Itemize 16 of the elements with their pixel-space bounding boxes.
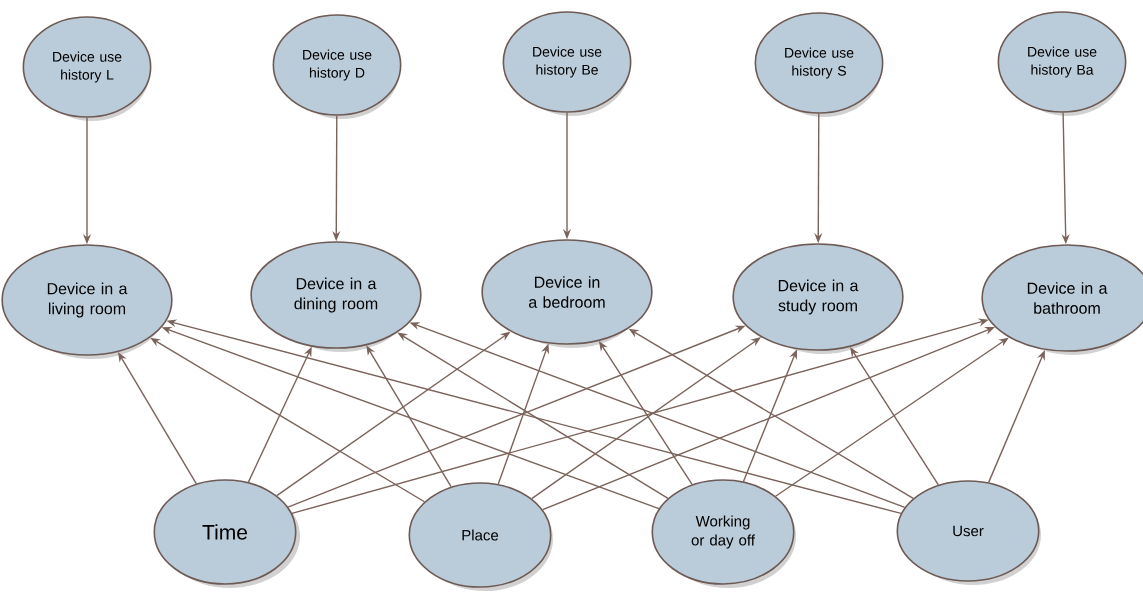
ellipse-node: Time — [153, 479, 300, 588]
arrow — [774, 337, 1009, 497]
ellipse-node: Device use history S — [754, 12, 884, 117]
ellipse-node: Device in a dining room — [250, 241, 422, 352]
ellipse-node: Device use history Ba — [997, 11, 1127, 116]
ellipse-node: Device in a living room — [1, 244, 173, 359]
ellipse-node: Device use history L — [22, 16, 152, 121]
arrow — [531, 337, 761, 500]
ellipse-node: Device in a bedroom — [481, 239, 653, 348]
ellipse-node: Device in a study room — [732, 243, 904, 354]
ellipse-node: Device use history D — [272, 14, 402, 119]
ellipse-node: Device in a bathroom — [981, 244, 1143, 355]
ellipse-node: Device use history Be — [502, 11, 632, 116]
ellipse-node: Working or day off — [651, 479, 796, 588]
ellipse-node: User — [896, 480, 1041, 585]
ellipse-node: Place — [408, 482, 553, 591]
